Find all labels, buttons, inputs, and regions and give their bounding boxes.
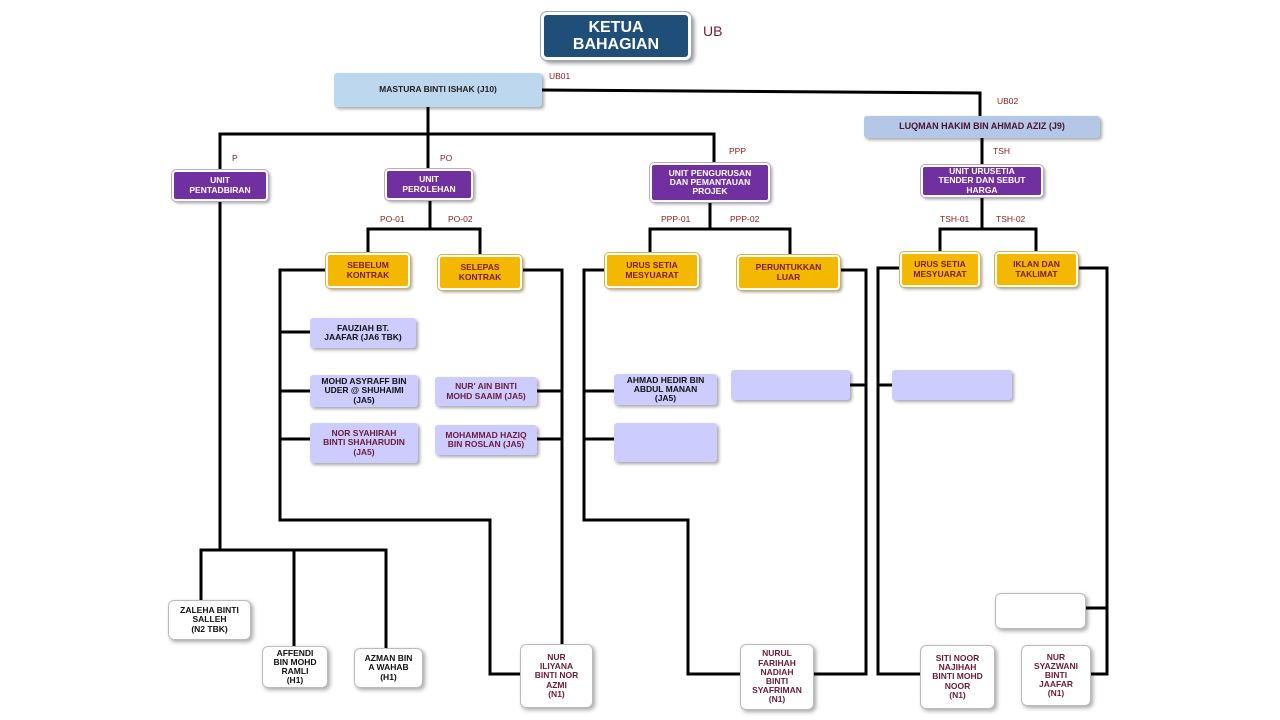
section-po01-box[interactable]: SEBELUM KONTRAK [326,253,410,288]
section-ppp02-box[interactable]: PERUNTUKKAN LUAR [737,255,840,290]
bottom-box-zaleha[interactable]: ZALEHA BINTI SALLEH (N2 TBK) [168,600,251,640]
ketua-bahagian-box[interactable]: KETUA BAHAGIAN [541,12,691,60]
staff-box-empty-ppp02[interactable] [731,370,850,400]
bottom-box-siti-noor[interactable]: SITI NOOR NAJIHAH BINTI MOHD NOOR (N1) [920,645,995,709]
staff-box-nur-ain[interactable]: NUR' AIN BINTI MOHD SAAIM (JA5) [435,377,537,406]
unit-perolehan-box[interactable]: UNIT PEROLEHAN [385,169,473,200]
section-tsh01-code: TSH-01 [940,214,970,224]
section-tsh02-box[interactable]: IKLAN DAN TAKLIMAT [995,252,1078,287]
staff-box-empty-ppp01[interactable] [614,423,717,462]
bottom-box-empty[interactable] [995,593,1086,629]
section-tsh02-code: TSH-02 [996,214,1026,224]
staff-box-mohammad-haziq[interactable]: MOHAMMAD HAZIQ BIN ROSLAN (JA5) [435,425,537,455]
unit-ppp-box[interactable]: UNIT PENGURUSAN DAN PEMANTAUAN PROJEK [650,163,770,202]
unit-tsh-box[interactable]: UNIT URUSETIA TENDER DAN SEBUT HARGA [921,165,1043,197]
bottom-box-nurul-farihah[interactable]: NURUL FARIHAH NADIAH BINTI SYAFRIMAN (N1… [740,644,814,710]
section-po01-code: PO-01 [380,214,405,224]
ub01-officer-box[interactable]: MASTURA BINTI ISHAK (J10) [334,73,542,107]
unit-pentadbiran-box[interactable]: UNIT PENTADBIRAN [172,170,268,201]
unit-tsh-code: TSH [993,146,1010,156]
bottom-box-azman[interactable]: AZMAN BIN A WAHAB (H1) [354,648,423,688]
ub02-code-label: UB02 [997,96,1019,106]
unit-pentadbiran-code: P [232,153,238,163]
section-po02-box[interactable]: SELEPAS KONTRAK [438,255,522,290]
section-tsh01-box[interactable]: URUS SETIA MESYUARAT [900,252,980,287]
ub-code-label: UB [703,23,723,39]
staff-box-ahmad-hedir[interactable]: AHMAD HEDIR BIN ABDUL MANAN (JA5) [614,374,717,405]
staff-box-empty-tsh[interactable] [892,370,1012,400]
staff-box-nor-syahirah[interactable]: NOR SYAHIRAH BINTI SHAHARUDIN (JA5) [310,423,418,463]
bottom-box-nur-iliyana[interactable]: NUR ILIYANA BINTI NOR AZMI (N1) [520,644,593,708]
bottom-box-nur-syazwani[interactable]: NUR SYAZWANI BINTI JAAFAR (N1) [1021,645,1091,706]
bottom-box-affendi[interactable]: AFFENDI BIN MOHD RAMLI (H1) [262,646,328,688]
staff-box-fauziah[interactable]: FAUZIAH BT. JAAFAR (JA6 TBK) [310,318,416,348]
staff-box-mohd-asyraff[interactable]: MOHD ASYRAFF BIN UDER @ SHUHAIMI (JA5) [310,375,418,407]
ub01-code-label: UB01 [549,71,571,81]
unit-perolehan-code: PO [440,153,453,163]
unit-ppp-code: PPP [729,146,747,156]
section-po02-code: PO-02 [448,214,473,224]
section-ppp02-code: PPP-02 [730,214,760,224]
ub02-officer-box[interactable]: LUQMAN HAKIM BIN AHMAD AZIZ (J9) [864,116,1100,138]
section-ppp01-code: PPP-01 [661,214,691,224]
section-ppp01-box[interactable]: URUS SETIA MESYUARAT [605,253,699,288]
